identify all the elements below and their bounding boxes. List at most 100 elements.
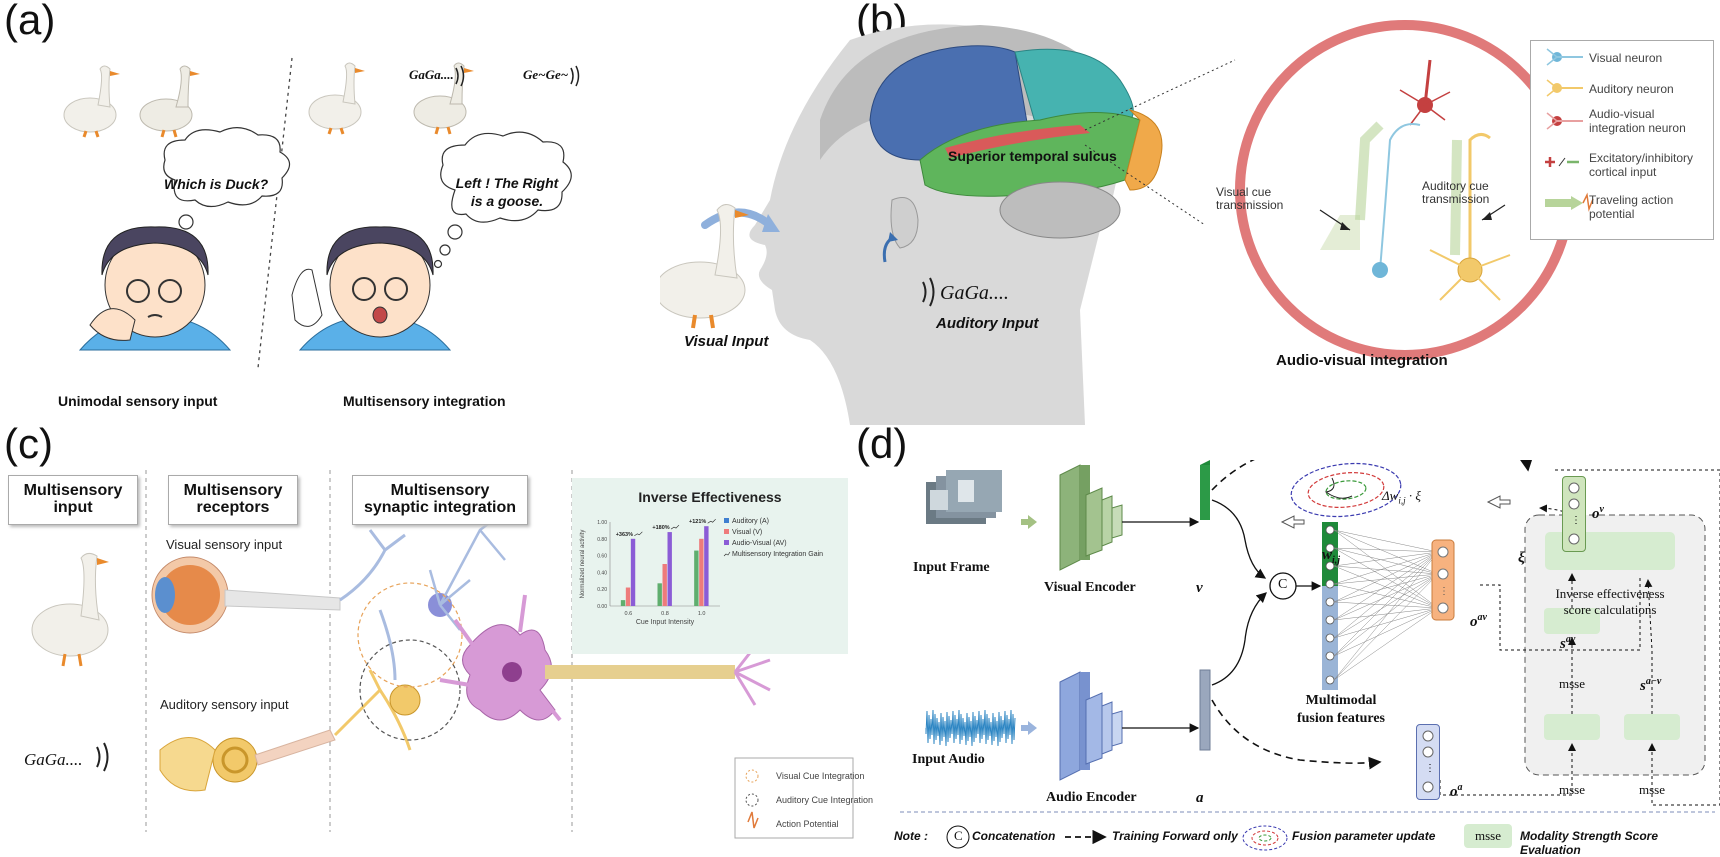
arrow-to-visual-encoder: [1021, 515, 1037, 529]
fc-line: [1333, 573, 1439, 681]
o-av-node: [1437, 602, 1449, 614]
av-integration-neuron: [1399, 59, 1451, 126]
w-ij-sub: i,j: [1332, 555, 1341, 566]
delta-rest: · ξ: [1405, 488, 1421, 503]
y-tick-label: 0.20: [597, 587, 607, 593]
w-ij-label: wi,j: [1322, 547, 1340, 566]
fc-line: [1333, 551, 1439, 681]
delta-main: Δw: [1382, 488, 1399, 503]
superior-temporal-sulcus: [945, 125, 1090, 158]
fc-line: [1333, 607, 1439, 681]
visual-encoder-block: [1059, 464, 1123, 571]
box-multisensory-input: Multisensory input: [8, 475, 138, 525]
bar-0-2: [694, 550, 699, 606]
legend-av-neuron-l1: Audio-visual: [1589, 107, 1655, 121]
visual-cue-label: Visual cue transmission: [1216, 186, 1283, 212]
panel-b-illustration: [660, 20, 1575, 425]
legend-traveling: Traveling action potential: [1589, 193, 1673, 221]
goose-icon: [308, 62, 365, 135]
caption-audio-visual-integration: Audio-visual integration: [1276, 352, 1448, 369]
note-concat-icon: [946, 825, 970, 849]
fc-line: [1333, 601, 1439, 609]
panel-d-diagram: ⋮: [900, 460, 1720, 851]
fc-line: [1333, 529, 1439, 575]
caption-unimodal: Unimodal sensory input: [58, 393, 218, 409]
o-a-main: o: [1450, 784, 1458, 800]
delta-sub: i,j: [1398, 495, 1406, 506]
o-v-column: ⋮: [1562, 476, 1586, 552]
s-a-v-sup: a−v: [1645, 676, 1662, 687]
pyramidal-neuron: [439, 594, 771, 722]
chart-title: Inverse Effectiveness: [638, 489, 781, 505]
y-tick-label: 0.00: [597, 604, 607, 610]
legend-swatch-2: [724, 540, 729, 545]
inverse-effectiveness-svg: Inverse Effectiveness0.000.200.400.600.8…: [580, 489, 823, 626]
svg-text:⋮: ⋮: [1425, 763, 1435, 774]
fusion-nodes: [1325, 525, 1335, 685]
action-potential-legend-icon: [747, 811, 759, 829]
legend-gain-icon: [723, 551, 731, 557]
msse-block-left: [1544, 714, 1600, 740]
auditory-sensory-label: Auditory sensory input: [160, 697, 289, 712]
x-tick-label: 1.0: [698, 611, 706, 617]
fc-line: [1333, 573, 1439, 603]
bubble-text-right: Left ! The Right is a goose.: [452, 174, 562, 210]
traveling-potential-icon: [1545, 192, 1594, 212]
note-concat-c: C: [954, 828, 963, 843]
msse-block-top: [1544, 608, 1600, 634]
ear-icon: [159, 729, 336, 792]
o-av-node: [1437, 546, 1449, 558]
bar-2-2: [704, 526, 709, 606]
x-axis-label: Cue Input Intensity: [636, 619, 695, 626]
fc-line: [1333, 551, 1439, 639]
o-av-main: o: [1470, 614, 1478, 630]
legend-traveling-l2: potential: [1589, 207, 1635, 221]
fusion-node: [1325, 579, 1335, 589]
box3-l1: Multisensory: [390, 482, 490, 499]
sound-label-left: GaGa....: [409, 67, 454, 82]
legend-excitatory-l1: Excitatory/inhibitory: [1589, 151, 1694, 165]
fc-line: [1333, 573, 1439, 657]
legend-label-1: Visual (V): [732, 529, 762, 536]
legend-auditory-neuron: Auditory neuron: [1589, 82, 1674, 96]
o-av-ellipsis: ⋮: [1439, 586, 1449, 597]
fusion-features-label: Multimodal fusion features: [1296, 692, 1386, 728]
o-av-label: oav: [1470, 612, 1487, 631]
s-a-v-main: s: [1640, 678, 1646, 694]
msse-left-label: msse: [1559, 782, 1585, 797]
y-axis-label: Normalized neural activity: [580, 530, 586, 599]
a-feature-bar: [1199, 669, 1211, 751]
o-a-label: oa: [1450, 782, 1463, 801]
s-av-sup: av: [1565, 634, 1576, 645]
fc-line: [1333, 583, 1439, 609]
av-neuron-icon: [1546, 112, 1583, 130]
x-tick-label: 0.6: [625, 611, 633, 617]
s-av-main: s: [1560, 636, 1566, 652]
xi-label: ξ: [1518, 550, 1525, 566]
legend-visual-cue: Visual Cue Integration: [776, 771, 865, 781]
auditory-cue-l2: transmission: [1422, 192, 1490, 206]
bar-1-1: [662, 564, 667, 606]
y-tick-label: 0.60: [597, 554, 607, 560]
x-tick-label: 0.8: [661, 611, 669, 617]
o-av-nodes: ⋮: [1437, 546, 1449, 614]
o-av-sup: av: [1477, 612, 1487, 623]
gain-label: +363%: [616, 532, 633, 538]
gain-label: +121%: [689, 519, 706, 525]
delta-w-label: Δwi,j · ξ: [1382, 488, 1421, 506]
visual-neuron-icon: [1546, 48, 1583, 66]
visual-cue-l2: transmission: [1216, 198, 1284, 212]
fc-line: [1333, 607, 1439, 657]
fc-line: [1333, 573, 1439, 621]
bubble-text-right-line2: is a goose.: [470, 193, 544, 209]
eye-icon: [151, 556, 341, 634]
o-av-node: [1437, 568, 1449, 580]
gain-icon: [670, 524, 680, 530]
input-audio-label: Input Audio: [912, 752, 985, 767]
fusion-node: [1325, 633, 1335, 643]
o-v-label: ov: [1592, 504, 1604, 523]
note-training-text: Training Forward only: [1112, 829, 1238, 843]
concat-label: C: [1278, 577, 1288, 592]
fusion-l2: fusion features: [1296, 711, 1386, 726]
note-strength-text: Modality Strength Score Evaluation: [1520, 829, 1659, 857]
